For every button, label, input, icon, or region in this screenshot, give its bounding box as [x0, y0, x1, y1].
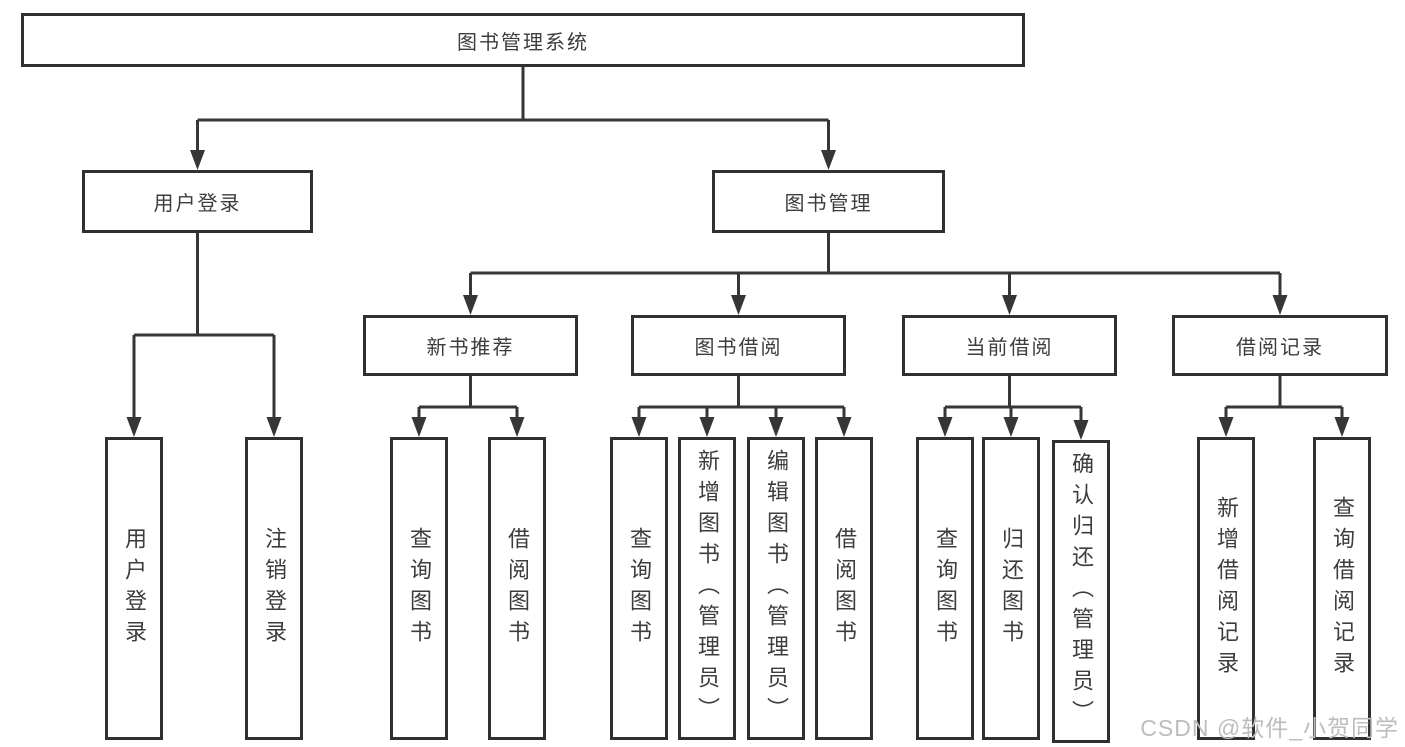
- leaf-label: 查询图书: [407, 526, 432, 651]
- leaf-label: 查询图书: [627, 526, 652, 651]
- node-label: 当前借阅: [965, 337, 1054, 359]
- node-label: 新书推荐: [426, 337, 515, 359]
- leaf-query-books: 查询图书: [916, 437, 974, 740]
- leaf-label: 确认归还（管理员）: [1069, 452, 1094, 731]
- leaf-label: 归还图书: [999, 526, 1024, 651]
- leaf-label: 注销登录: [262, 526, 287, 651]
- leaf-logout: 注销登录: [245, 437, 303, 740]
- node-current-borrow: 当前借阅: [902, 315, 1117, 376]
- leaf-label: 编辑图书（管理员）: [764, 449, 789, 728]
- leaf-add-books-admin: 新增图书（管理员）: [678, 437, 736, 740]
- leaf-borrow-books: 借阅图书: [815, 437, 873, 740]
- node-new-book-recommend: 新书推荐: [363, 315, 578, 376]
- leaf-user-login: 用户登录: [105, 437, 163, 740]
- node-label: 借阅记录: [1236, 337, 1324, 359]
- node-label: 图书管理: [784, 193, 873, 215]
- leaf-query-borrow-record: 查询借阅记录: [1313, 437, 1371, 740]
- node-book-management: 图书管理: [712, 170, 945, 233]
- node-library-management-system: 图书管理系统: [21, 13, 1025, 67]
- leaf-label: 查询图书: [933, 526, 958, 651]
- leaf-query-books: 查询图书: [610, 437, 668, 740]
- leaf-confirm-return-admin: 确认归还（管理员）: [1052, 440, 1110, 743]
- leaf-borrow-books: 借阅图书: [488, 437, 546, 740]
- node-label: 用户登录: [153, 193, 242, 215]
- leaf-label: 借阅图书: [505, 526, 530, 651]
- leaf-query-books: 查询图书: [390, 437, 448, 740]
- leaf-label: 查询借阅记录: [1330, 495, 1355, 682]
- leaf-add-borrow-record: 新增借阅记录: [1197, 437, 1255, 740]
- node-book-borrow: 图书借阅: [631, 315, 846, 376]
- leaf-return-books: 归还图书: [982, 437, 1040, 740]
- leaf-label: 借阅图书: [832, 526, 857, 651]
- leaf-label: 新增借阅记录: [1214, 495, 1239, 682]
- node-borrow-records: 借阅记录: [1172, 315, 1388, 376]
- node-label: 图书管理系统: [457, 31, 589, 54]
- leaf-edit-books-admin: 编辑图书（管理员）: [747, 437, 805, 740]
- leaf-label: 新增图书（管理员）: [695, 449, 720, 728]
- leaf-label: 用户登录: [122, 526, 147, 651]
- csdn-watermark: CSDN @软件_小贺同学: [1140, 715, 1399, 741]
- node-user-login: 用户登录: [82, 170, 313, 233]
- node-label: 图书借阅: [694, 337, 783, 359]
